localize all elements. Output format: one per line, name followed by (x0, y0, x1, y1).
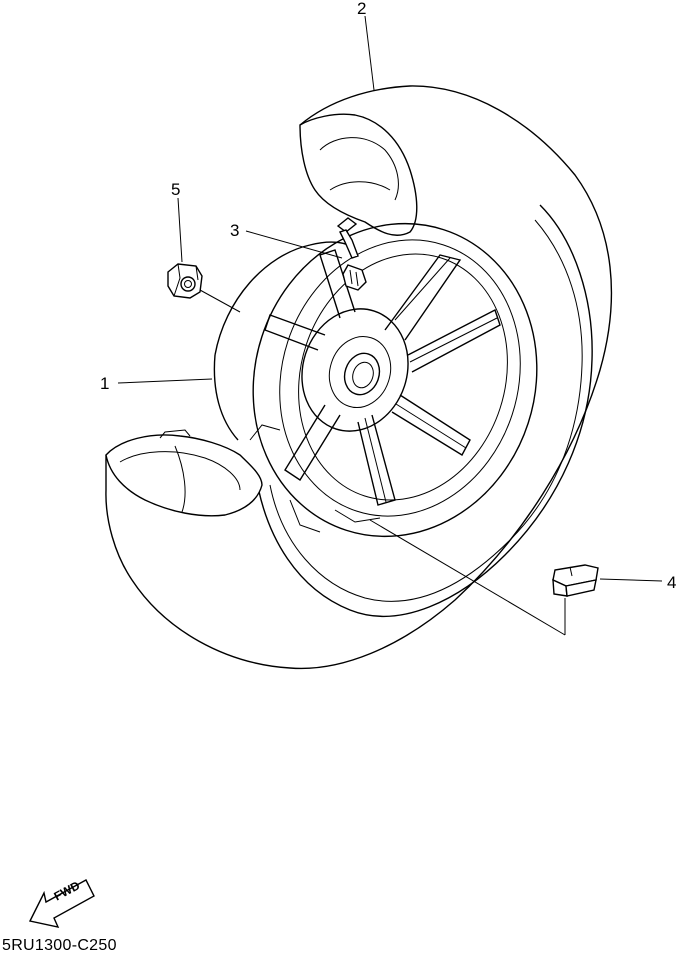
leader-lines (117, 15, 663, 636)
fwd-arrow (28, 879, 95, 928)
diagram-code: 5RU1300-C250 (2, 937, 117, 954)
wheel-rim (213, 222, 538, 538)
callout-4: 4 (667, 573, 677, 592)
callout-3: 3 (230, 221, 240, 240)
callout-2: 2 (357, 0, 367, 18)
balance-weight (552, 564, 599, 597)
callout-5: 5 (171, 180, 181, 199)
tire-valve (336, 217, 367, 291)
tire (105, 85, 613, 670)
nut (167, 263, 203, 299)
callout-1: 1 (100, 374, 110, 393)
